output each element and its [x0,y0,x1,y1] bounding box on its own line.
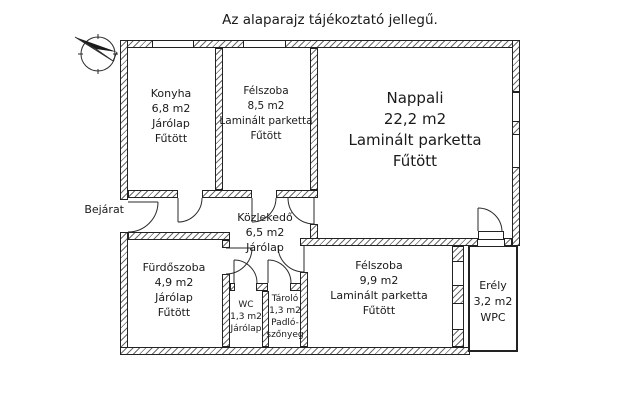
entrance-label: Bejárat [84,203,124,216]
room-floor: Laminált parketta [348,131,482,149]
window-erely-2 [452,303,464,330]
wall-right-2 [512,121,520,135]
wall-felszoba-also-left [300,272,308,347]
wall-right-3 [512,167,520,246]
wall-erely-3 [452,329,464,347]
room-heating: Fűtött [157,306,191,319]
wall-wc-top-1 [230,283,235,291]
wall-left-upper [120,40,128,200]
room-area: 22,2 m2 [383,110,447,128]
wall-furdoszoba-right-2 [222,274,230,347]
room-area: 8,5 m2 [247,100,285,112]
room-name: WC [238,300,254,310]
room-floor: Járólap [230,324,262,334]
wall-furdoszoba-right-1 [222,240,230,248]
window-nappali-1 [512,92,520,122]
room-name: Tároló [271,294,299,304]
room-name: Erély [479,279,507,292]
room-area: 1,3 m2 [269,306,301,316]
page-title: Az alaparajz tájékoztató jellegű. [222,12,438,28]
room-label-felszoba-also: Félszoba 9,9 m2 Laminált parketta Fűtött [330,258,428,318]
wall-erely-1 [452,246,464,262]
room-label-erely: Erély 3,2 m2 WPC [474,278,513,326]
room-floor: Járólap [155,291,193,304]
room-label-felszoba-felso: Félszoba 8,5 m2 Laminált parketta Fűtött [219,84,312,144]
door-entrance [127,201,159,233]
north-arrow-icon [74,34,118,74]
room-heating: Fűtött [154,132,188,145]
room-name: Nappali [386,89,444,107]
wall-right-1 [512,40,520,92]
room-area: 6,8 m2 [151,102,191,115]
wall-furdoszoba-top [128,232,230,240]
wall-nappali-bottom-2 [504,238,512,246]
wall-hall-top-2 [202,190,252,198]
balcony-door-leaf [478,231,504,240]
room-heating: Fűtött [392,152,438,170]
door-erely [477,207,503,233]
room-name: Közlekedő [237,211,293,224]
door-tarolo [267,259,292,284]
room-label-wc: WC 1,3 m2 Járólap [230,299,262,335]
room-label-tarolo: Tároló 1,3 m2 Padló-szőnyeg [261,293,309,341]
wall-konyha-felszoba [215,48,223,190]
room-label-nappali: Nappali 22,2 m2 Laminált parketta Fűtött [348,88,481,172]
wall-top-3 [285,40,520,48]
window-nappali-2 [512,134,520,168]
window-felszoba-felso [243,40,286,48]
room-floor: Laminált parketta [219,115,313,127]
room-floor: Padló-szőnyeg [266,318,304,340]
wall-wc-top-2 [256,283,268,291]
wall-hall-top-3 [276,190,318,198]
room-floor: WPC [480,311,506,324]
room-label-konyha: Konyha 6,8 m2 Járólap Fűtött [151,86,192,146]
room-floor: Járólap [152,117,190,130]
wall-hall-top-1 [128,190,178,198]
room-label-kozlekedo: Közlekedő 6,5 m2 Járólap [237,210,292,255]
room-name: Félszoba [243,85,289,97]
room-label-furdoszoba: Fürdőszoba 4,9 m2 Járólap Fűtött [143,260,206,320]
room-name: Félszoba [355,259,403,272]
room-area: 3,2 m2 [473,295,513,308]
room-area: 9,9 m2 [359,274,399,287]
room-floor: Járólap [246,241,284,254]
wall-wc-tarolo [262,291,269,347]
window-erely-1 [452,261,464,286]
balcony-outline [468,246,518,352]
room-area: 4,9 m2 [154,276,194,289]
window-konyha [152,40,194,48]
room-area: 6,5 m2 [245,226,285,239]
room-floor: Laminált parketta [330,289,428,302]
wall-nappali-bottom-1 [300,238,478,246]
wall-top-2 [193,40,244,48]
room-area: 1,3 m2 [230,312,262,322]
room-name: Konyha [150,87,192,100]
door-wc [233,259,258,284]
room-name: Fürdőszoba [142,261,206,274]
wall-bottom [120,347,470,355]
wall-erely-2 [452,285,464,304]
wall-left-lower [120,232,128,355]
wall-felszoba-nappali [310,48,318,190]
room-heating: Fűtött [362,304,396,317]
door-konyha [177,197,203,223]
room-heating: Fűtött [250,130,282,142]
